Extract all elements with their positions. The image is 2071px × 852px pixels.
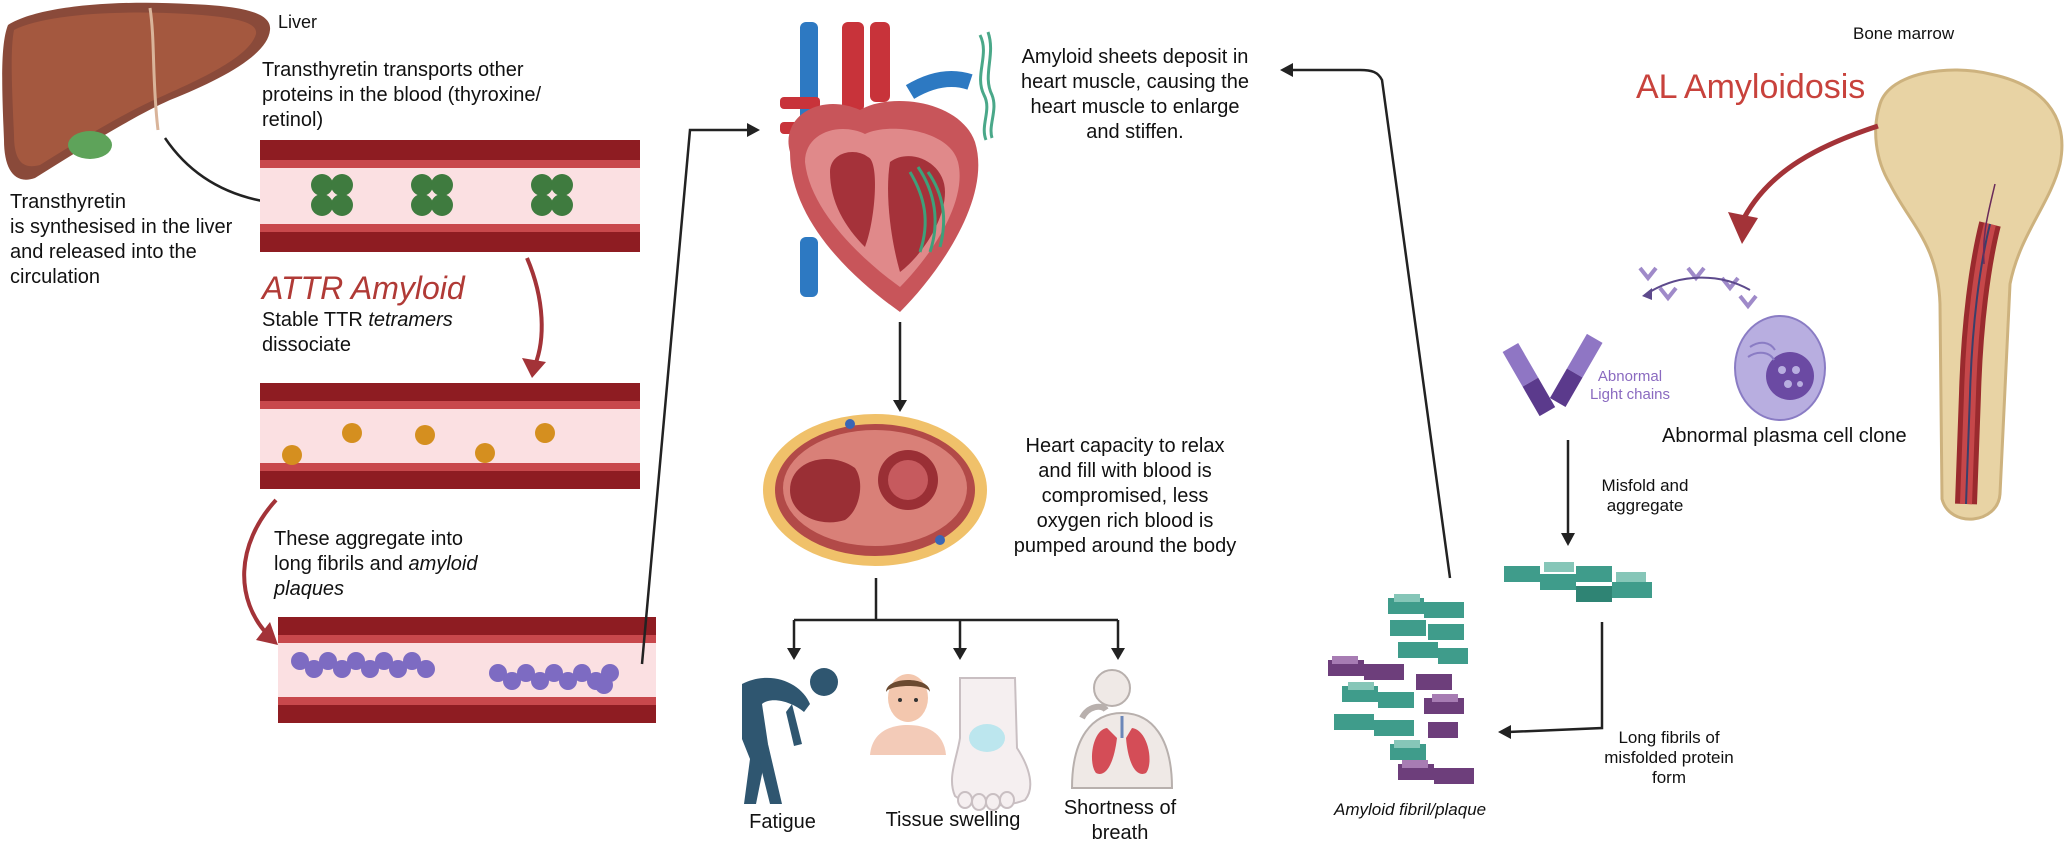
heart-icon [780,22,979,312]
capacity-text: Heart capacity to relax and fill with bl… [1013,435,1237,557]
misfold-label: Misfold and aggregate [1601,476,1689,515]
plasma-cell-icon [1734,315,1826,421]
amyloid-sheet-icon [978,31,996,141]
attr-title: ATTR Amyloid [262,270,465,306]
synthesis-text: Transthyretin is synthesised in the live… [10,191,233,288]
heart-cross-section-icon [763,414,987,566]
dissociate-text: Stable TTR tetramers dissociate [262,309,453,356]
secreted-light-chains-icon [1638,266,1758,310]
light-chains-label: Abnormal Light chains [1589,368,1671,403]
fatigue-label: Fatigue [749,811,816,833]
vessel-fibrils [278,617,656,723]
lungs-icon [1070,669,1174,789]
aggregate-text: These aggregate into long fibrils and am… [274,528,478,600]
amyloid-plaque-icon [1328,594,1474,784]
misfolded-protein-icon [1504,562,1652,602]
long-fibrils-label: Long fibrils of misfolded protein form [1604,728,1734,787]
al-title: AL Amyloidosis [1636,68,1866,106]
bone-marrow-label: Bone marrow [1853,24,1955,43]
swollen-foot-icon [950,677,1032,811]
fatigue-figure-icon [742,668,838,804]
vessel-tetramers [260,140,640,252]
transport-text: Transthyretin transports other proteins … [262,59,542,131]
liver-icon [2,2,271,180]
deposit-text: Amyloid sheets deposit in heart muscle, … [1021,46,1249,143]
plasma-clone-label: Abnormal plasma cell clone [1662,425,1907,447]
bone-marrow-icon [1874,68,2064,521]
plaque-label: Amyloid fibril/plaque [1334,800,1487,819]
light-chain-icon [1502,333,1603,417]
swollen-face-icon [870,674,946,755]
swelling-label: Tissue swelling [885,809,1021,831]
liver-label: Liver [278,12,318,32]
vessel-monomers [260,383,640,489]
breath-label: Shortness of breath [1063,797,1177,844]
